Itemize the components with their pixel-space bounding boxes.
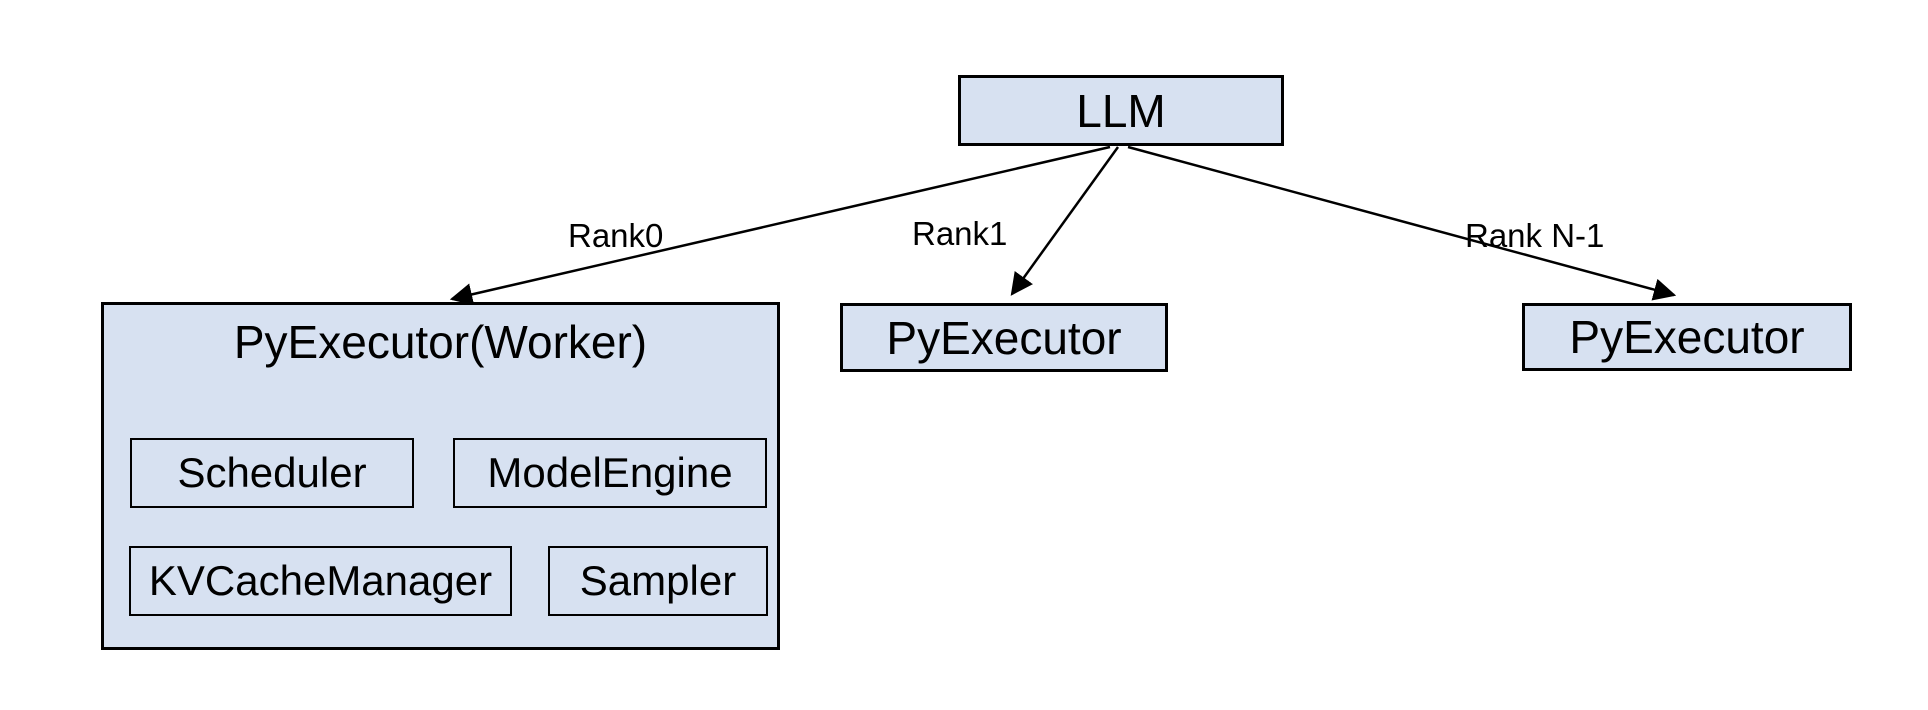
node-modelengine-label: ModelEngine <box>487 449 733 496</box>
edge-label-rank0: Rank0 <box>568 217 664 254</box>
node-scheduler: Scheduler <box>130 438 414 508</box>
node-pyexecutor-rank-n-1: PyExecutor <box>1522 303 1852 371</box>
node-sampler: Sampler <box>548 546 768 616</box>
node-scheduler-label: Scheduler <box>177 449 367 496</box>
edge-label-rank-n-1: Rank N-1 <box>1465 217 1605 254</box>
node-pyexecutor-worker: PyExecutor(Worker) Scheduler ModelEngine… <box>101 302 780 650</box>
node-kvcachemanager: KVCacheManager <box>129 546 512 616</box>
node-pyexecutor-rank1: PyExecutor <box>840 303 1168 372</box>
edge-arrow-rank1 <box>1010 146 1120 296</box>
node-llm-label: LLM <box>1076 84 1166 137</box>
node-pyexecutor-worker-label: PyExecutor(Worker) <box>233 316 648 368</box>
node-sampler-label: Sampler <box>579 557 737 604</box>
node-pyexecutor-rank1-label: PyExecutor <box>886 311 1122 364</box>
edge-label-rank1: Rank1 <box>912 215 1008 252</box>
edge-arrow-rank0 <box>449 145 1111 306</box>
node-kvcachemanager-label: KVCacheManager <box>148 557 493 604</box>
node-modelengine: ModelEngine <box>453 438 767 508</box>
node-llm: LLM <box>958 75 1284 146</box>
node-pyexecutor-rank-n-1-label: PyExecutor <box>1569 311 1805 363</box>
edge-arrow-rank-n-1 <box>1127 145 1677 301</box>
